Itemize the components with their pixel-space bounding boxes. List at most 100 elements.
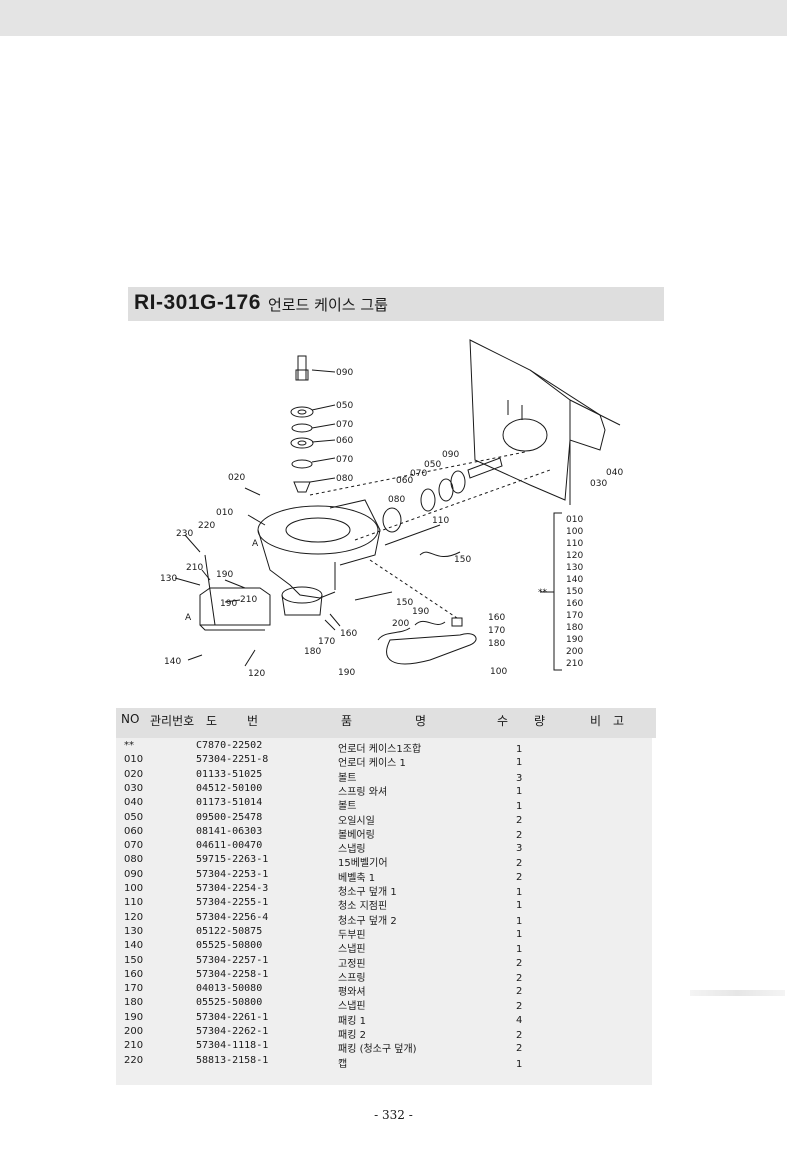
- diagram-callout: 190: [338, 668, 355, 678]
- cell-dwg: 04512-50100: [196, 782, 263, 794]
- cell-dwg: 57304-2253-1: [196, 868, 269, 880]
- cell-no: 070: [124, 840, 144, 852]
- cell-no: 030: [124, 782, 144, 794]
- diagram-callout: 180: [488, 639, 505, 649]
- scan-top-band: [0, 0, 787, 36]
- bracket-item: 140: [566, 575, 583, 585]
- cell-no: 180: [124, 997, 144, 1009]
- bracket-item: 200: [566, 647, 583, 657]
- cell-dwg: 01133-51025: [196, 768, 263, 780]
- diagram-callout: 230: [176, 529, 193, 539]
- bracket-item: 110: [566, 539, 583, 549]
- bracket-item: 010: [566, 515, 583, 525]
- cell-qty: 1: [516, 785, 523, 797]
- cell-qty: 1: [516, 757, 523, 769]
- cell-dwg: 57304-2262-1: [196, 1026, 269, 1037]
- diagram-callout: 020: [228, 473, 245, 483]
- cell-qty: 1: [516, 1058, 523, 1070]
- cell-qty: 2: [516, 972, 523, 984]
- cell-dwg: 01173-51014: [196, 797, 263, 809]
- cell-qty: 3: [516, 843, 523, 855]
- cell-dwg: 05525-50800: [196, 940, 263, 952]
- diagram-callout: 060: [336, 436, 353, 446]
- cell-qty: 2: [516, 829, 523, 841]
- cell-qty: 4: [516, 1014, 523, 1026]
- cell-dwg: 08141-06303: [196, 825, 263, 837]
- cell-name: 캡: [338, 1058, 348, 1070]
- cell-name: 청소 지점핀: [338, 901, 388, 913]
- cell-no: 170: [124, 983, 144, 995]
- cell-no: 090: [124, 868, 144, 880]
- cell-name: 패킹 (청소구 덮개): [338, 1044, 417, 1056]
- cell-no: 210: [124, 1040, 144, 1052]
- col-header-remark-1: 비: [590, 714, 602, 728]
- cell-name: 스냅핀: [338, 944, 366, 956]
- cell-qty: 2: [516, 1001, 523, 1013]
- cell-name: 스냅링: [338, 844, 366, 856]
- scan-artifact: [690, 990, 785, 996]
- col-header-name-2: 명: [415, 714, 427, 728]
- cell-name: 평와셔: [338, 987, 366, 999]
- cell-name: 스프링: [338, 972, 366, 984]
- diagram-callout: 050: [336, 401, 353, 411]
- cell-dwg: 57304-2257-1: [196, 954, 269, 966]
- cell-dwg: 57304-2261-1: [196, 1011, 269, 1023]
- diagram-callout: 110: [432, 516, 449, 526]
- cell-dwg: 05525-50800: [196, 997, 263, 1009]
- cell-qty: 1: [516, 915, 523, 927]
- group-name: 언로드 케이스 그룹: [268, 296, 388, 314]
- diagram-callout: 210: [240, 595, 257, 605]
- cell-dwg: 57304-2255-1: [196, 897, 269, 909]
- cell-name: 고정핀: [338, 958, 366, 970]
- diagram-callout: A: [185, 613, 192, 623]
- diagram-callout: 190: [412, 607, 429, 617]
- cell-no: 120: [124, 911, 144, 923]
- cell-dwg: 05122-50875: [196, 925, 263, 937]
- cell-qty: 1: [516, 944, 523, 956]
- col-header-drawing-2: 번: [247, 714, 259, 728]
- diagram-callout: 190: [216, 570, 233, 580]
- cell-name: 오일시일: [338, 815, 375, 827]
- cell-name: 볼트: [338, 801, 357, 813]
- cell-dwg: C7870-22502: [196, 740, 263, 751]
- table-header-bar: [116, 708, 656, 738]
- cell-name: 베벨축 1: [338, 872, 376, 884]
- diagram-callout: 180: [304, 647, 321, 657]
- cell-dwg: 57304-2251-8: [196, 754, 269, 766]
- diagram-callout: 070: [336, 455, 353, 465]
- cell-name: 패킹 2: [338, 1030, 366, 1041]
- bracket-item: 180: [566, 623, 583, 633]
- diagram-callout: 160: [340, 629, 357, 639]
- diagram-callout: 200: [392, 619, 409, 629]
- cell-qty: 1: [516, 887, 523, 898]
- bracket-item: 100: [566, 527, 583, 537]
- cell-name: 청소구 덮개 2: [338, 915, 397, 927]
- cell-no: 160: [124, 968, 144, 980]
- cell-no: 220: [124, 1054, 144, 1066]
- cell-no: 040: [124, 797, 144, 809]
- diagram-callout: 090: [336, 368, 353, 378]
- cell-name: 볼베어링: [338, 829, 375, 841]
- cell-dwg: 57304-1118-1: [196, 1040, 269, 1052]
- cell-qty: 1: [516, 928, 523, 940]
- cell-dwg: 57304-2254-3: [196, 883, 269, 894]
- col-header-name-1: 품: [341, 714, 353, 728]
- col-header-remark-2: 고: [613, 714, 625, 728]
- title-bar: [128, 287, 664, 321]
- diagram-callout: 070: [410, 469, 427, 479]
- cell-name: 스프링 와셔: [338, 786, 388, 798]
- table-body: [116, 738, 652, 1085]
